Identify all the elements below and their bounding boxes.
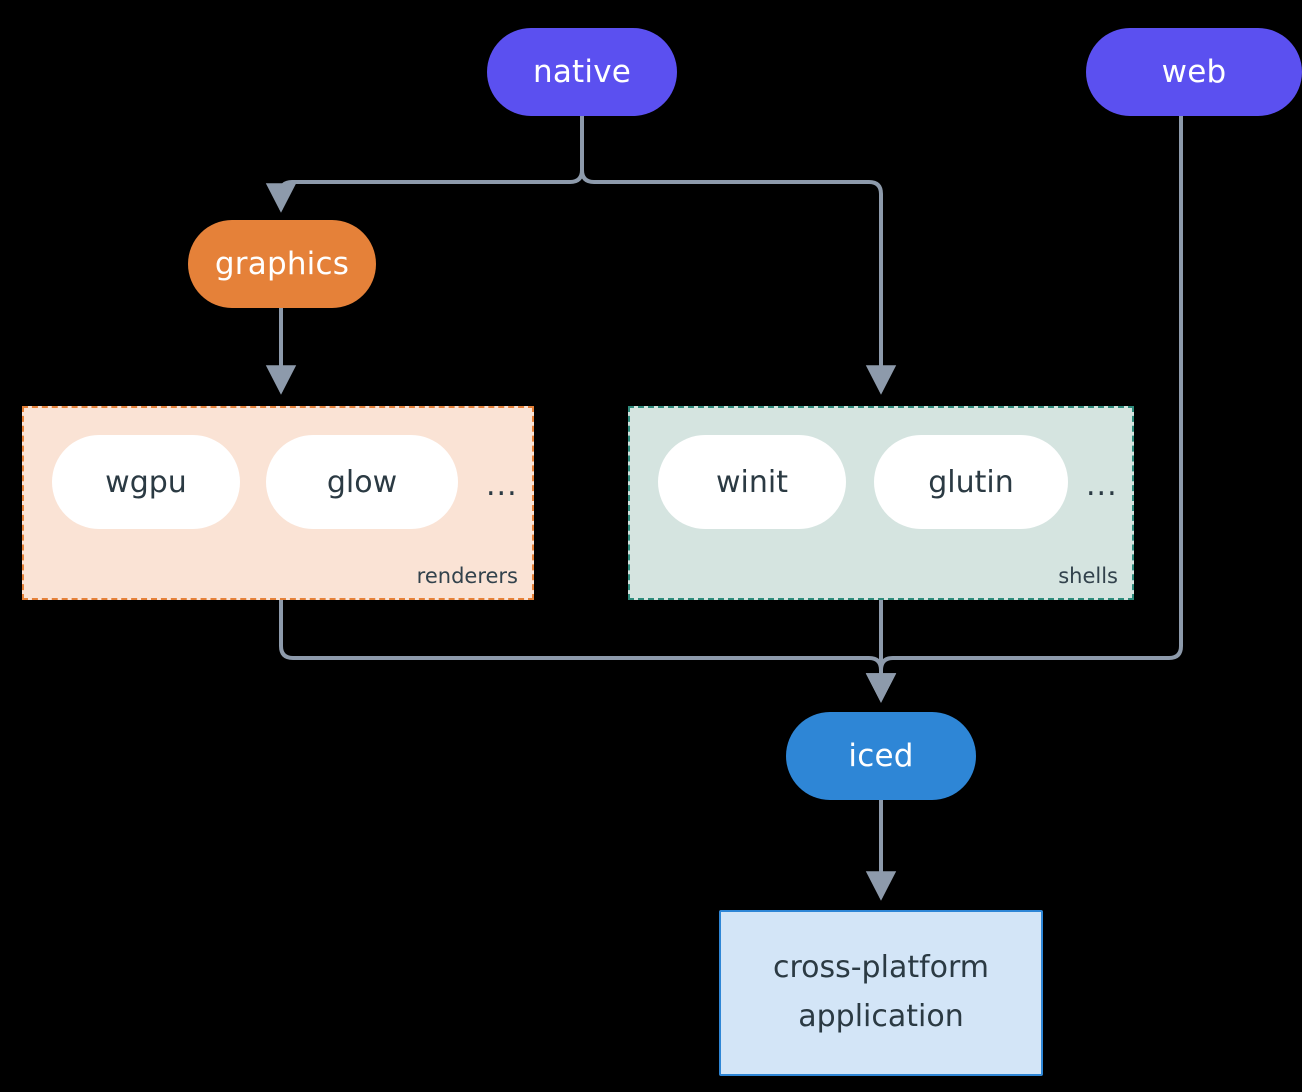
cluster-renderers: wgpu glow ... renderers <box>22 406 534 600</box>
node-iced-label: iced <box>848 738 914 774</box>
node-web[interactable]: web <box>1086 28 1302 116</box>
node-glow-label: glow <box>326 464 398 500</box>
shells-overflow-ellipsis: ... <box>1086 468 1118 503</box>
application-label-line1: cross-platform <box>772 950 990 986</box>
cluster-shells: winit glutin ... shells <box>628 406 1134 600</box>
node-cross-platform-application[interactable]: cross-platform application <box>719 910 1043 1076</box>
renderers-overflow-ellipsis: ... <box>486 468 518 503</box>
node-graphics-label: graphics <box>214 246 350 282</box>
cluster-renderers-label: renderers <box>416 564 518 588</box>
node-winit[interactable]: winit <box>658 435 846 529</box>
application-label-line2: application <box>798 999 964 1034</box>
node-glutin-label: glutin <box>928 464 1014 500</box>
node-glutin[interactable]: glutin <box>874 435 1068 529</box>
node-web-label: web <box>1161 54 1227 90</box>
edge-native-shells <box>580 114 897 395</box>
node-iced[interactable]: iced <box>786 712 976 800</box>
node-wgpu[interactable]: wgpu <box>52 435 240 529</box>
edge-native-graphics <box>265 114 584 213</box>
node-wgpu-label: wgpu <box>105 464 187 500</box>
edge-renderers-iced <box>279 598 897 703</box>
cluster-shells-label: shells <box>1058 564 1118 588</box>
node-glow[interactable]: glow <box>266 435 458 529</box>
node-winit-label: winit <box>716 464 788 500</box>
node-native-label: native <box>532 54 632 90</box>
node-graphics[interactable]: graphics <box>188 220 376 308</box>
node-native[interactable]: native <box>487 28 677 116</box>
